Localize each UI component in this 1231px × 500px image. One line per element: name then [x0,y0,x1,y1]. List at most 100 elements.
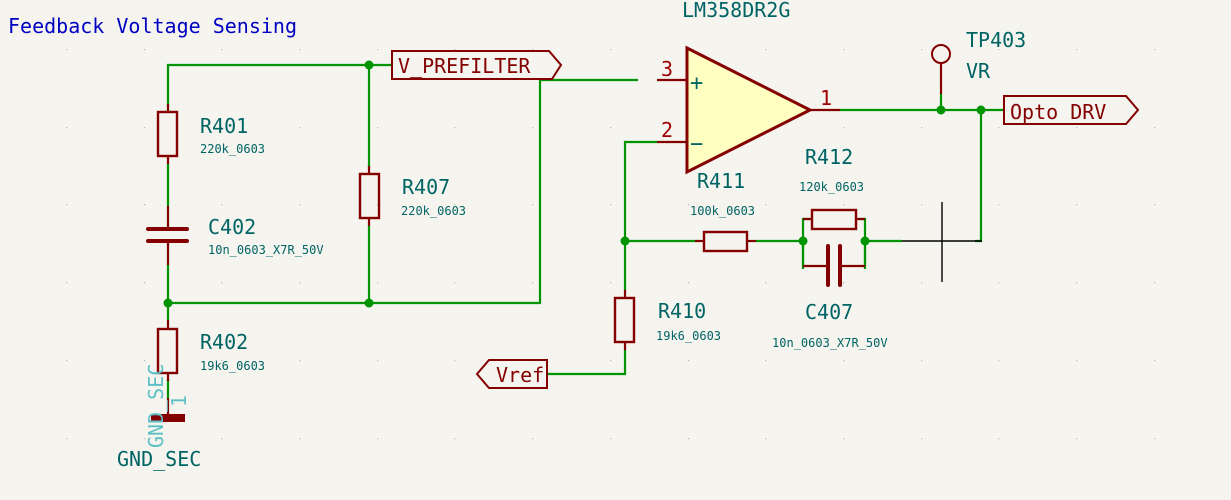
grid-dot [921,127,923,129]
resistor-r407[interactable]: R407 220k_0603 [358,166,466,226]
opamp-ref: LM358DR2G [682,0,790,22]
grid-dot [1076,360,1078,362]
grid-dot [144,438,146,440]
grid-dot [144,204,146,206]
resistor-r412[interactable]: R412 120k_0603 [799,145,865,231]
grid-dot [610,438,612,440]
grid-dot [454,438,456,440]
capacitor-c402[interactable]: C402 10n_0603_X7R_50V [146,206,324,265]
wire-top-net[interactable] [166,63,392,106]
ground-symbol-gnd-sec[interactable]: GND_SEC 1 GND_SEC [117,364,201,471]
grid-dot [1076,282,1078,284]
label-v-prefilter[interactable]: V_PREFILTER [391,50,563,80]
grid-dot [299,127,301,129]
grid-dot [1154,204,1156,206]
grid-dot [144,360,146,362]
cursor-crosshair [902,202,982,282]
label-opto-drv[interactable]: Opto_DRV [1003,95,1140,125]
grid-dot [921,438,923,440]
grid-dot [688,204,690,206]
wire-mid-net[interactable] [168,78,638,305]
grid-dot [454,282,456,284]
r401-value: 220k_0603 [200,142,265,156]
grid-dot [765,360,767,362]
grid-dot [610,49,612,51]
junction-dot [976,105,986,115]
c407-value: 10n_0603_X7R_50V [772,336,888,350]
grid-dot [1076,204,1078,206]
grid-dot [377,282,379,284]
r412-ref: R412 [805,145,853,169]
grid-dot [688,438,690,440]
junction-dot [163,298,173,308]
grid-dot [998,49,1000,51]
grid-dot [299,204,301,206]
r402-value: 19k6_0603 [200,359,265,373]
grid-dot [688,282,690,284]
c402-ref: C402 [208,215,256,239]
grid-dot [610,282,612,284]
grid-dot [921,49,923,51]
r410-ref: R410 [658,299,706,323]
grid-dot [66,49,68,51]
grid-dot [66,127,68,129]
grid-dot [843,49,845,51]
grid-dot [221,204,223,206]
gnd-ghost-pin: 1 [167,395,191,407]
plus-sign-icon: + [690,71,703,96]
grid-dot [66,282,68,284]
grid-dot [998,204,1000,206]
wire-feedback-return[interactable] [975,110,983,243]
grid-dot [454,360,456,362]
r407-ref: R407 [402,175,450,199]
capacitor-c407[interactable]: C407 10n_0603_X7R_50V [772,241,888,350]
wire-inverting-input[interactable] [623,140,657,290]
grid-dot [144,49,146,51]
grid-dot [532,204,534,206]
grid-dot [998,282,1000,284]
grid-dot [532,127,534,129]
grid-dot [765,49,767,51]
grid-dot [998,438,1000,440]
grid-dot [377,204,379,206]
r411-value: 100k_0603 [690,204,755,218]
resistor-r411[interactable]: R411 100k_0603 [690,169,756,253]
label-vref[interactable]: Vref [475,359,548,389]
resistor-r410[interactable]: R410 19k6_0603 [613,290,721,350]
resistor-r401[interactable]: R401 220k_0603 [156,104,265,164]
resistor-r402[interactable]: R402 19k6_0603 [156,320,265,381]
junctions [163,60,986,308]
grid-dot [221,49,223,51]
junction-dot [364,60,374,70]
grid-dot [765,282,767,284]
wire-vref[interactable] [546,350,627,376]
grid-dot [843,282,845,284]
grid-dot [144,127,146,129]
opamp-pin-2: 2 [661,118,673,142]
grid-dot [1154,438,1156,440]
gnd-ghost-name: GND_SEC [144,364,168,448]
grid-dot [299,360,301,362]
grid-dot [454,49,456,51]
grid-dot [454,204,456,206]
grid-dot [921,204,923,206]
testpoint-tp403[interactable]: TP403 VR [931,28,1026,94]
grid-dot [843,127,845,129]
grid-dot [66,204,68,206]
grid-dot [843,438,845,440]
grid-dot [765,438,767,440]
grid-dot [454,127,456,129]
grid-dot [1076,49,1078,51]
r412-value: 120k_0603 [799,180,864,194]
r411-ref: R411 [697,169,745,193]
junction-dot [364,298,374,308]
grid-dot [532,49,534,51]
grid-dot [221,127,223,129]
opamp-pin-1: 1 [820,86,832,110]
gnd-ref: GND_SEC [117,447,201,471]
sheet-title: Feedback Voltage Sensing [8,14,297,38]
opamp-lm358[interactable]: 3 2 1 + − LM358DR2G [657,0,840,175]
c407-ref: C407 [805,300,853,324]
grid-dot [1154,49,1156,51]
grid-dot [1154,360,1156,362]
